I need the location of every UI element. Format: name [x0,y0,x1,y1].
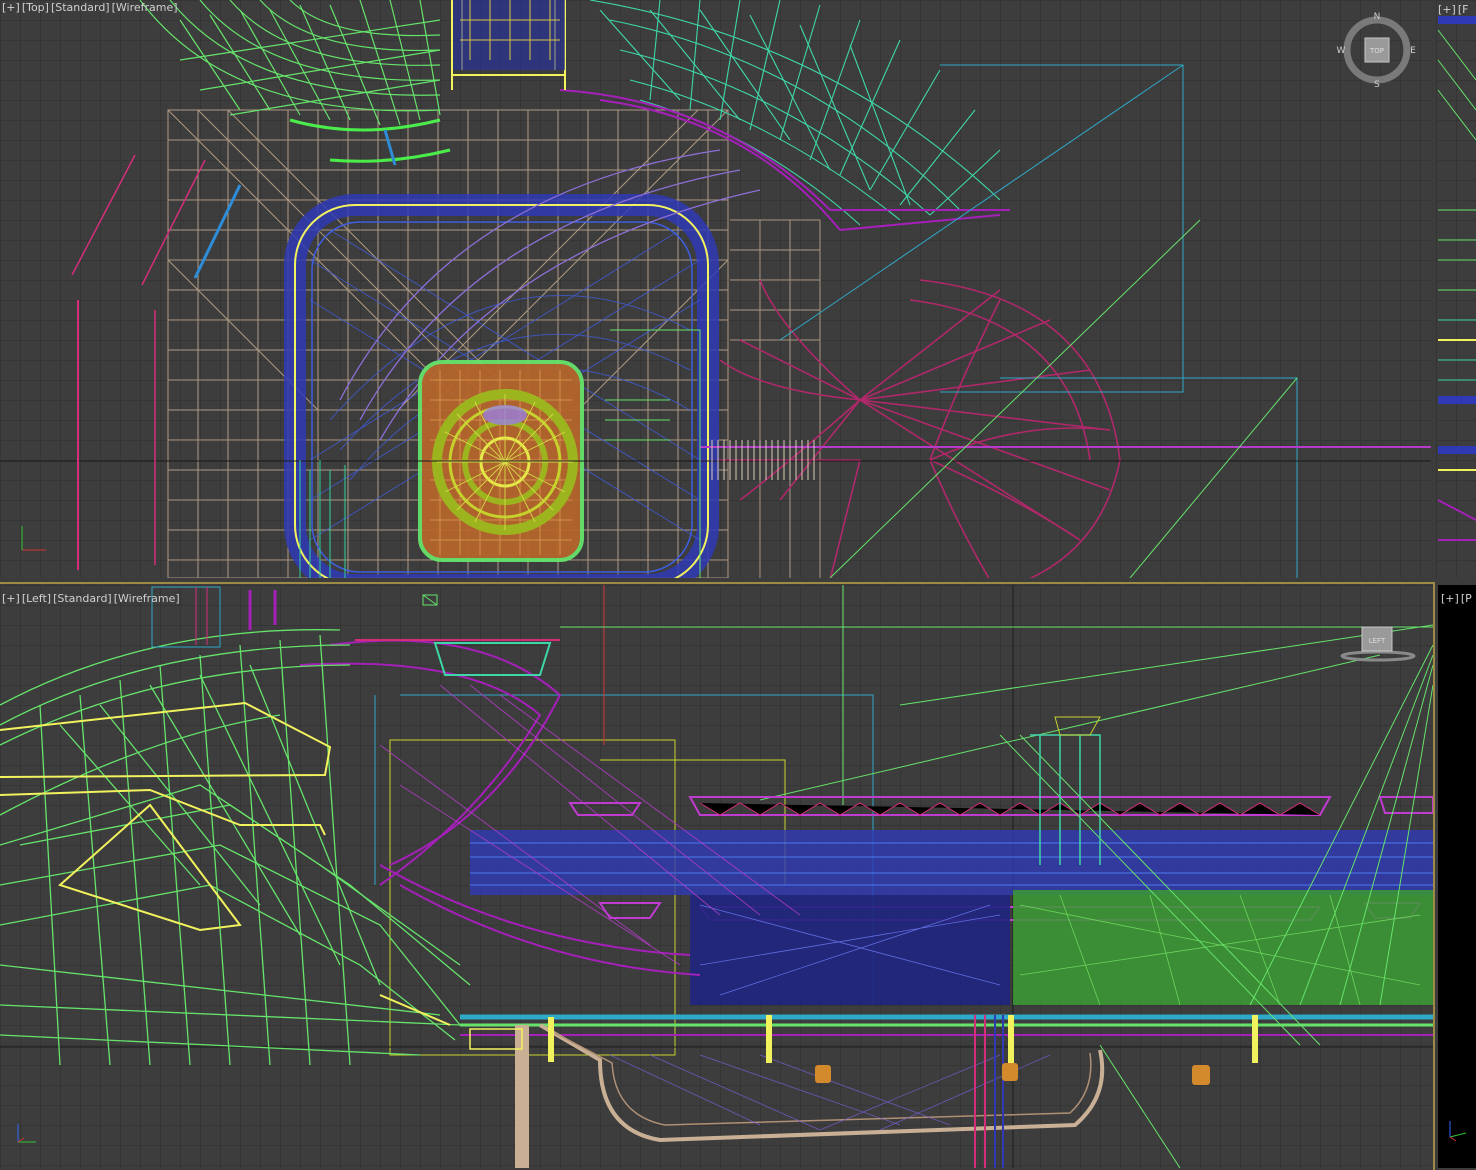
viewport-point-of-view-label[interactable]: [Top] [21,1,49,14]
viewport-top-label[interactable]: [+][Top][Standard][Wireframe] [2,1,180,14]
viewport-front-label[interactable]: [+][F [1438,3,1470,16]
viewcube-top[interactable]: TOP N S E W [1336,10,1420,90]
viewcube-face-label: LEFT [1369,637,1386,645]
top-wireframe-scene [0,0,1431,578]
viewcube-face-label: TOP [1369,47,1384,55]
compass-east-label: E [1410,46,1416,56]
compass-south-label: S [1374,80,1380,90]
front-partial-wireframe [1437,16,1476,541]
axis-tripod-icon [17,1124,36,1143]
viewport-menu-plus[interactable]: [+] [2,592,20,605]
viewport-menu-plus[interactable]: [+] [1438,3,1456,16]
viewport-display-mode-label[interactable]: [Wireframe] [113,592,180,605]
viewport-perspective-partial[interactable]: [+][P [1438,585,1476,1168]
viewport-menu-plus[interactable]: [+] [1441,592,1459,605]
viewport-display-mode-label[interactable]: [Wireframe] [111,1,178,14]
viewport-shading-standard-label[interactable]: [Standard] [53,592,112,605]
compass-north-label: N [1374,12,1381,22]
compass-west-label: W [1337,46,1346,56]
axis-tripod-icon [1449,1121,1467,1142]
viewport-point-of-view-label[interactable]: [P [1460,592,1472,605]
viewport-left-label[interactable]: [+][Left][Standard][Wireframe] [2,592,182,605]
viewport-perspective-label[interactable]: [+][P [1441,592,1474,605]
left-wireframe-scene [0,585,1433,1168]
viewport-point-of-view-label[interactable]: [Left] [21,592,52,605]
viewport-point-of-view-label[interactable]: [F [1457,3,1469,16]
viewcube-left[interactable]: LEFT [1338,623,1418,663]
viewport-shading-standard-label[interactable]: [Standard] [50,1,110,14]
viewport-top[interactable]: TOP N S E W [+][Top][Standard][Wireframe… [0,0,1431,578]
viewport-menu-plus[interactable]: [+] [2,1,20,14]
viewport-front-partial[interactable]: [+][F [1436,0,1476,578]
viewport-left[interactable]: LEFT [+][Left][Standard][Wireframe] [0,585,1433,1168]
axis-tripod-icon [21,526,46,551]
